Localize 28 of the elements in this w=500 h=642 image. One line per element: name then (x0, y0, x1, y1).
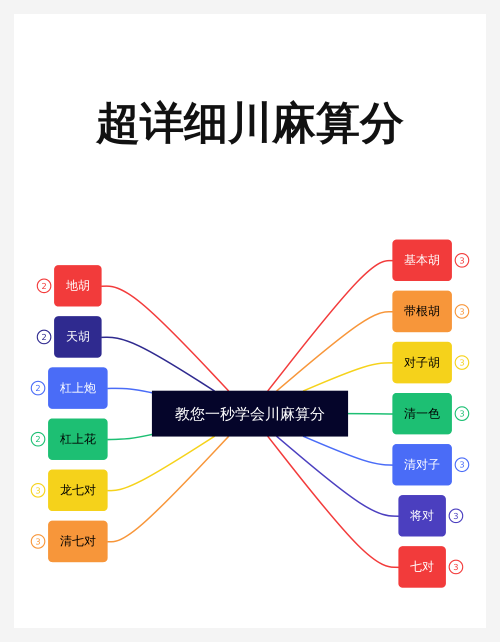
connector (276, 311, 394, 392)
connector (267, 260, 394, 392)
connector (276, 436, 400, 518)
connector (302, 362, 394, 392)
connector (102, 336, 216, 392)
connector (302, 436, 394, 466)
connector (267, 436, 400, 568)
number-badge: 3 (454, 304, 470, 320)
number-badge: 3 (454, 356, 470, 370)
number-badge: 2 (30, 432, 46, 447)
node-box: 教您一秒学会川麻算分 (152, 391, 348, 437)
number-badge: 3 (448, 560, 464, 575)
number-badge: 3 (30, 483, 46, 498)
title: 超详细川麻算分 (94, 97, 405, 151)
connector (108, 436, 216, 492)
connector (108, 434, 152, 441)
connector (108, 436, 230, 543)
connector (108, 388, 152, 394)
number-badge: 3 (30, 534, 46, 550)
connector (102, 286, 230, 392)
connector (348, 413, 394, 416)
number-badge: 2 (30, 381, 46, 396)
number-badge: 2 (36, 330, 52, 345)
number-badge: 3 (454, 253, 470, 268)
number-badge: 2 (36, 278, 52, 294)
number-badge: 3 (448, 508, 464, 524)
number-badge: 3 (454, 406, 470, 422)
number-badge: 3 (454, 458, 470, 472)
